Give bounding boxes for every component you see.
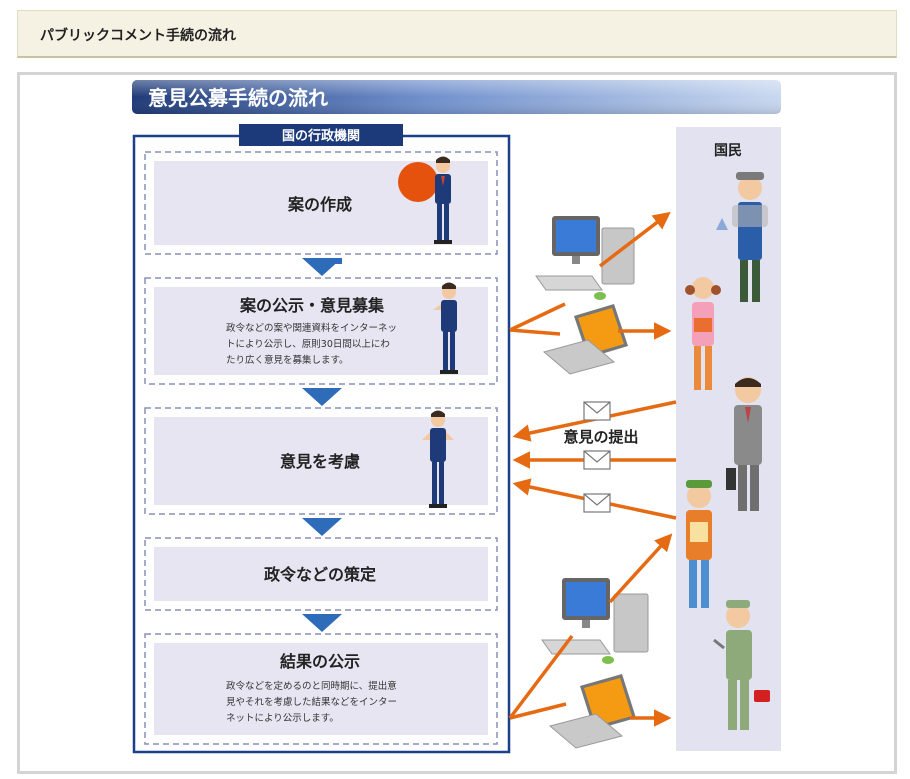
envelope-icon (583, 401, 611, 421)
person-icon (726, 377, 762, 511)
step-publish-results: 結果の公示 政令などを定めるのと同時期に、提出意 見やそれを考慮した結果などをイ… (144, 633, 498, 745)
down-arrow-icon (302, 614, 342, 632)
step-title: 政令などの策定 (264, 565, 376, 584)
person-icon (713, 600, 770, 730)
banner-title: 意見公募手続の流れ (148, 86, 328, 110)
step-desc-line: たり広く意見を募集します。 (226, 354, 349, 366)
desktop-computer-icon (535, 216, 635, 300)
results-arrows (508, 533, 673, 727)
step-title: 案の公示・意見募集 (239, 296, 385, 315)
step-desc-line: 政令などの案や関連資料をインターネッ (226, 322, 397, 334)
envelope-icon (583, 450, 611, 470)
down-arrows (302, 258, 342, 632)
envelope-icon (583, 493, 611, 513)
down-arrow-icon (302, 518, 342, 536)
citizens-label: 国民 (714, 143, 742, 159)
page-title: パブリックコメント手続の流れ (40, 28, 236, 44)
presenter-icon (398, 156, 452, 244)
page-header: パブリックコメント手続の流れ (17, 10, 897, 58)
government-label: 国の行政機関 (282, 128, 360, 144)
presenter-icon (433, 282, 458, 374)
step-title: 意見を考慮 (280, 452, 360, 471)
down-arrow-icon (302, 258, 342, 276)
notice-arrows (509, 211, 672, 340)
step-desc-line: ネットにより公示します。 (226, 713, 339, 724)
laptop-computer-icon (548, 674, 636, 749)
person-icon (716, 172, 768, 302)
step-formulate: 政令などの策定 (144, 537, 498, 611)
step-desc-line: トにより公示し、原則30日間以上にわ (226, 339, 390, 350)
down-arrow-icon (302, 388, 342, 406)
person-icon (686, 480, 712, 608)
desktop-computer-icon (541, 578, 649, 664)
title-banner: 意見公募手続の流れ (132, 80, 781, 114)
presenter-icon (422, 410, 454, 508)
step-public-notice: 案の公示・意見募集 政令などの案や関連資料をインターネッ トにより公示し、原則3… (144, 277, 498, 385)
laptop-computer-icon (542, 304, 628, 375)
step-title: 結果の公示 (280, 652, 360, 671)
person-icon (685, 277, 721, 390)
step-title: 案の作成 (287, 195, 352, 214)
step-desc-line: 見やそれを考慮した結果などをインター (226, 696, 397, 708)
step-desc-line: 政令などを定めるのと同時期に、提出意 (226, 680, 397, 692)
submission-label: 意見の提出 (563, 428, 638, 446)
